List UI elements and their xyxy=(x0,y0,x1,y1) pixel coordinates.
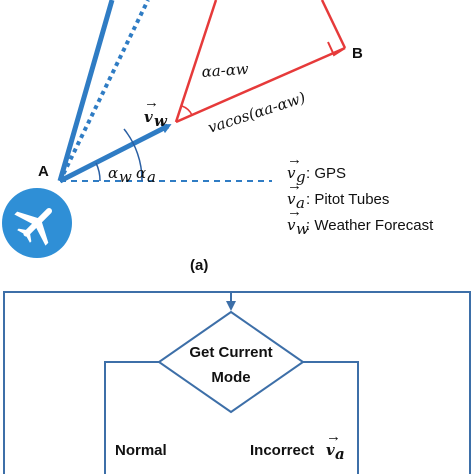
alpha-w-label: α w xyxy=(108,164,132,186)
triangle-side-label: vacos(αa-αw) xyxy=(206,88,308,136)
svg-text:v: v xyxy=(144,108,153,126)
va-vector xyxy=(57,0,115,182)
svg-text:α: α xyxy=(136,164,146,182)
decision-diamond xyxy=(157,310,305,414)
svg-text:→: → xyxy=(326,428,341,445)
right-angle-marker xyxy=(327,41,346,57)
vg-dotted-vector xyxy=(58,0,150,182)
decision-line2: Mode xyxy=(211,369,250,386)
point-b-label: B xyxy=(352,45,363,62)
angle-arc-triangle xyxy=(181,105,193,116)
legend-item-va: → v a : Pitot Tubes xyxy=(287,177,389,212)
angle-arc-alpha-w xyxy=(95,162,101,182)
svg-text:v: v xyxy=(287,216,296,234)
svg-text:v: v xyxy=(326,441,335,459)
svg-text:→: → xyxy=(287,203,302,220)
svg-text:v: v xyxy=(287,164,296,182)
svg-text:w: w xyxy=(154,112,168,130)
angle-arc-alpha-a xyxy=(123,128,143,182)
legend: → v g : GPS → v a : Pitot Tubes → v w : … xyxy=(287,151,434,238)
panel-label: (a) xyxy=(190,257,208,274)
svg-text:: GPS: : GPS xyxy=(306,165,346,182)
svg-text:α: α xyxy=(108,164,118,182)
branch-left-line xyxy=(104,361,159,474)
triangle-angle-label: αa-αw xyxy=(201,60,249,81)
svg-text:: Pitot Tubes: : Pitot Tubes xyxy=(306,191,389,208)
svg-text:a: a xyxy=(335,445,345,463)
vw-label: v w → xyxy=(144,94,168,130)
triangle-side-vw-to-B xyxy=(175,46,346,124)
branch-right-label: Incorrect → v a xyxy=(250,428,345,463)
svg-text:→: → xyxy=(287,177,302,194)
svg-text:v: v xyxy=(287,190,296,208)
svg-text:: Weather Forecast: : Weather Forecast xyxy=(306,217,434,234)
branch-left-label: Normal xyxy=(115,442,167,459)
svg-text:→: → xyxy=(144,94,159,111)
svg-text:a: a xyxy=(296,194,305,212)
legend-item-vg: → v g : GPS xyxy=(287,151,346,186)
vw-vector xyxy=(58,123,172,184)
decision-line1: Get Current xyxy=(189,344,272,361)
svg-text:a: a xyxy=(147,168,156,186)
branch-right-line xyxy=(303,361,359,474)
svg-text:w: w xyxy=(296,220,309,238)
triangle-top-edge xyxy=(320,0,347,49)
triangle-left-edge xyxy=(174,0,218,123)
flowchart-frame xyxy=(3,291,471,474)
airplane-icon xyxy=(2,188,72,258)
svg-text:w: w xyxy=(119,168,132,186)
alpha-a-label: α a xyxy=(136,164,156,186)
point-a-label: A xyxy=(38,163,49,180)
svg-text:g: g xyxy=(296,168,306,186)
legend-item-vw: → v w : Weather Forecast xyxy=(287,203,434,238)
svg-text:Incorrect: Incorrect xyxy=(250,442,314,459)
svg-text:→: → xyxy=(287,151,302,168)
